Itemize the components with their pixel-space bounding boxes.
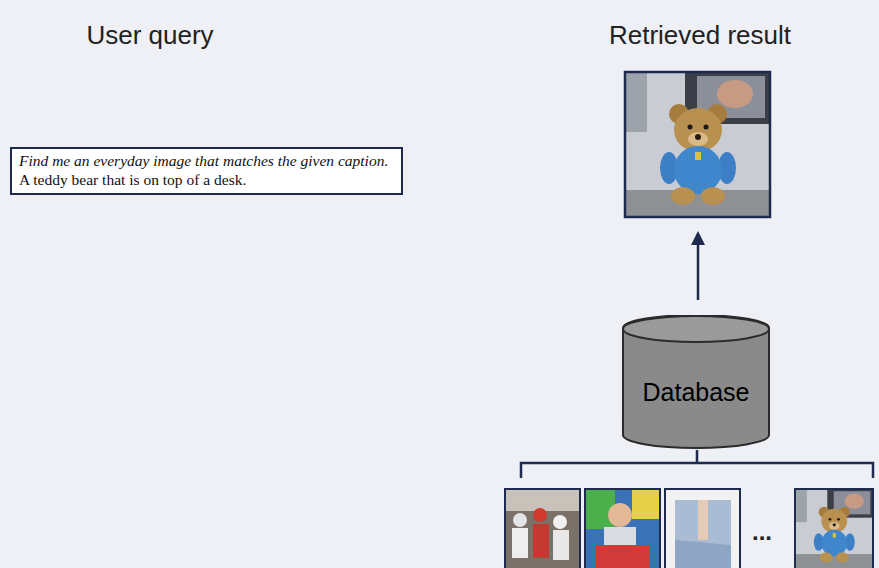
thumbnail — [505, 489, 580, 568]
thumbnail — [665, 489, 740, 568]
caption-text: A teddy bear that is on top of a desk. — [19, 171, 394, 190]
database-cylinder: Database — [621, 315, 771, 450]
arrow-head — [691, 231, 705, 245]
column-heading: User query — [86, 20, 213, 51]
thumbnail-frame — [795, 489, 873, 568]
ellipsis: ... — [752, 518, 772, 546]
cylinder-body — [623, 315, 769, 448]
database-label: Database — [642, 378, 749, 407]
thumbnail — [585, 489, 660, 568]
retrieval-arrow — [697, 242, 700, 300]
query-box: Find me an everyday image that matches t… — [10, 147, 403, 196]
retrieved-image — [625, 72, 770, 217]
bracket — [521, 450, 873, 478]
cylinder-top — [623, 316, 769, 342]
column-heading: Retrieved result — [609, 20, 791, 51]
image-frame — [625, 72, 770, 217]
thumbnail — [795, 489, 873, 568]
instruction-text: Find me an everyday image that matches t… — [19, 152, 394, 171]
